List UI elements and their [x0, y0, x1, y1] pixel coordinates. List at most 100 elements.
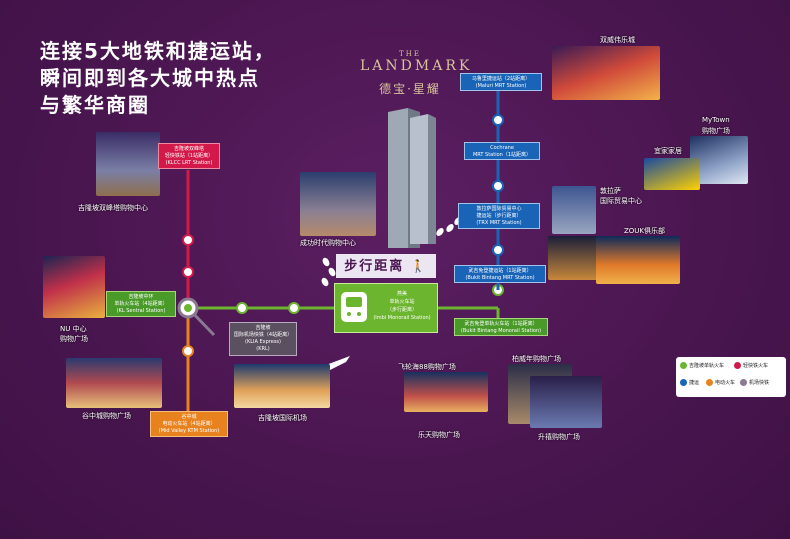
station-kl-sentral[interactable]: 吉隆坡中环 单轨火车站（4站距离） (KL Sentral Station)	[106, 291, 176, 317]
label-twin-towers-mall: 吉隆坡双峰塔购物中心	[78, 204, 148, 212]
station-maluri-line2: (Maluri MRT Station)	[475, 83, 527, 89]
mid-valley-image	[66, 358, 162, 408]
label-mytown-2: 购物广场	[702, 127, 730, 135]
legend-item-monorail: 吉隆坡单轨火车	[680, 362, 724, 369]
label-trx-center: 敦拉萨	[600, 187, 621, 195]
transit-legend: 吉隆坡单轨火车 轻快铁火车 捷运 电动火车 机场快铁	[676, 357, 786, 397]
brand-name: LANDMARK	[360, 58, 473, 74]
station-imbi-line1: 燕美	[396, 291, 407, 297]
station-trx-line1: 敦拉萨国际贸易中心	[476, 206, 522, 212]
trx-image	[552, 186, 596, 234]
legend-item-lrt: 轻快铁火车	[734, 362, 768, 369]
lrt-stop-marker	[182, 266, 194, 278]
footprints-to-times-square	[321, 257, 336, 287]
label-fahrenheit: 飞轮海88购物广场	[398, 363, 456, 371]
legend-label-monorail: 吉隆坡单轨火车	[689, 363, 725, 369]
station-kl-sentral-line2: 单轨火车站（4站距离）	[114, 301, 168, 307]
monorail-stop-marker	[288, 302, 300, 314]
station-trx-line2: 捷运站（步行距离）	[476, 213, 522, 219]
walking-distance-text: 步行距离	[344, 259, 405, 274]
label-pavilion: 柏威年购物广场	[512, 355, 561, 363]
brand-logo: THE LANDMARK 德宝·星耀	[360, 50, 473, 97]
station-imbi-line2: 单轨火车站	[389, 299, 415, 305]
station-imbi-text: 燕美 单轨火车站 （步行距离） (Imbi Monorail Station)	[371, 290, 433, 322]
landmark-towers	[388, 108, 436, 248]
station-bb-mrt-line1: 武吉免登捷运站（1站距离）	[468, 268, 532, 274]
mrt-stop-marker	[492, 180, 504, 192]
label-nu-sentral: NU 中心	[60, 325, 87, 333]
brand-the: THE	[399, 50, 421, 58]
station-klia-line4: (KRL)	[256, 346, 270, 352]
monorail-stop-marker	[236, 302, 248, 314]
legend-item-airport: 机场快铁	[740, 379, 769, 386]
station-imbi[interactable]: 燕美 单轨火车站 （步行距离） (Imbi Monorail Station)	[334, 283, 438, 333]
station-bb-mrt-line2: (Bukit Bintang MRT Station)	[465, 275, 535, 281]
station-bukit-bintang-monorail[interactable]: 武吉免登单轨火车站（1站距离） (Bukit Bintang Monorail …	[454, 318, 548, 336]
mrt-stop-marker	[492, 114, 504, 126]
legend-label-ktm: 电动火车	[715, 380, 736, 386]
walking-person-icon: 🚶	[410, 259, 428, 273]
klia-image	[234, 364, 330, 408]
sunway-velocity-image	[552, 46, 660, 100]
station-cochrane[interactable]: Cochrane MRT Station（1站距离）	[464, 142, 540, 160]
station-kl-sentral-line3: (KL Sentral Station)	[116, 308, 166, 314]
station-klia-express[interactable]: 吉隆坡 国际机场快铁（4站距离） (KLIA Express) (KRL)	[229, 322, 297, 356]
times-square-image	[300, 172, 376, 236]
station-klia-line1: 吉隆坡	[255, 325, 271, 331]
headline-line-3: 与繁华商圈	[40, 93, 150, 117]
label-mytown: MyTown	[702, 116, 730, 124]
legend-dot-monorail	[680, 362, 687, 369]
monorail-train-icon	[341, 292, 367, 322]
headline-line-1: 连接5大地铁和捷运站，	[40, 39, 276, 63]
legend-dot-ktm	[706, 379, 713, 386]
legend-item-mrt: 捷运	[680, 379, 699, 386]
legend-label-lrt: 轻快铁火车	[743, 363, 769, 369]
nu-sentral-image	[43, 256, 105, 318]
legend-dot-mrt	[680, 379, 687, 386]
ktm-stop-marker	[182, 345, 194, 357]
label-ikea: 宜家家居	[654, 147, 682, 155]
zouk-image	[596, 236, 680, 284]
ikea-image	[644, 158, 700, 190]
label-mid-valley-mall: 谷中城购物广场	[82, 412, 131, 420]
station-mid-valley[interactable]: 谷中城 电动火车站（4站距离） (Mid Valley KTM Station)	[150, 411, 228, 437]
legend-item-ktm: 电动火车	[706, 379, 735, 386]
station-trx-line3: (TRX MRT Station)	[476, 220, 522, 226]
station-bb-mono-line1: 武吉免登单轨火车站（1站距离）	[464, 321, 538, 327]
legend-label-mrt: 捷运	[689, 380, 700, 386]
legend-label-airport: 机场快铁	[749, 380, 770, 386]
mrt-stop-marker	[492, 244, 504, 256]
starhill-image	[530, 376, 602, 428]
label-starhill: 升禧购物广场	[538, 433, 580, 441]
legend-dot-lrt	[734, 362, 741, 369]
station-klcc[interactable]: 吉隆坡双峰塔 轻快铁站（1站距离） (KLCC LRT Station)	[158, 143, 220, 169]
station-mid-valley-line1: 谷中城	[181, 414, 197, 420]
station-bukit-bintang-mrt[interactable]: 武吉免登捷运站（1站距离） (Bukit Bintang MRT Station…	[454, 265, 546, 283]
station-cochrane-line1: Cochrane	[490, 145, 514, 151]
station-klia-line3: (KLIA Express)	[245, 339, 281, 345]
label-trx-center-2: 国际贸易中心	[600, 197, 642, 205]
fahrenheit-image	[404, 372, 488, 412]
station-imbi-line3: （步行距离）	[386, 307, 417, 313]
label-nu-sentral-2: 购物广场	[60, 335, 88, 343]
station-cochrane-line2: MRT Station（1站距离）	[472, 152, 532, 158]
station-mid-valley-line3: (Mid Valley KTM Station)	[158, 428, 220, 434]
label-times-square: 成功时代购物中心	[300, 239, 356, 247]
label-lotte: 乐天购物广场	[418, 431, 460, 439]
station-trx[interactable]: 敦拉萨国际贸易中心 捷运站（步行距离） (TRX MRT Station)	[458, 203, 540, 229]
station-klcc-line3: (KLCC LRT Station)	[165, 160, 213, 166]
label-klia: 吉隆坡国际机场	[258, 414, 307, 422]
headline: 连接5大地铁和捷运站， 瞬间即到各大城中热点 与繁华商圈	[40, 38, 276, 119]
station-klcc-line1: 吉隆坡双峰塔	[173, 146, 204, 152]
brand-name-cn: 德宝·星耀	[379, 82, 441, 96]
legend-dot-airport	[740, 379, 747, 386]
station-kl-sentral-line1: 吉隆坡中环	[128, 294, 154, 300]
petronas-towers-image	[96, 132, 160, 196]
kl-sentral-interchange-core	[184, 304, 192, 312]
station-maluri-line1: 马鲁里捷运站（2站距离）	[471, 76, 531, 82]
station-klia-line2: 国际机场快铁（4站距离）	[233, 332, 293, 338]
station-imbi-line4: (Imbi Monorail Station)	[373, 315, 431, 321]
station-maluri[interactable]: 马鲁里捷运站（2站距离） (Maluri MRT Station)	[460, 73, 542, 91]
walking-distance-label: 步行距离 🚶	[336, 254, 436, 278]
